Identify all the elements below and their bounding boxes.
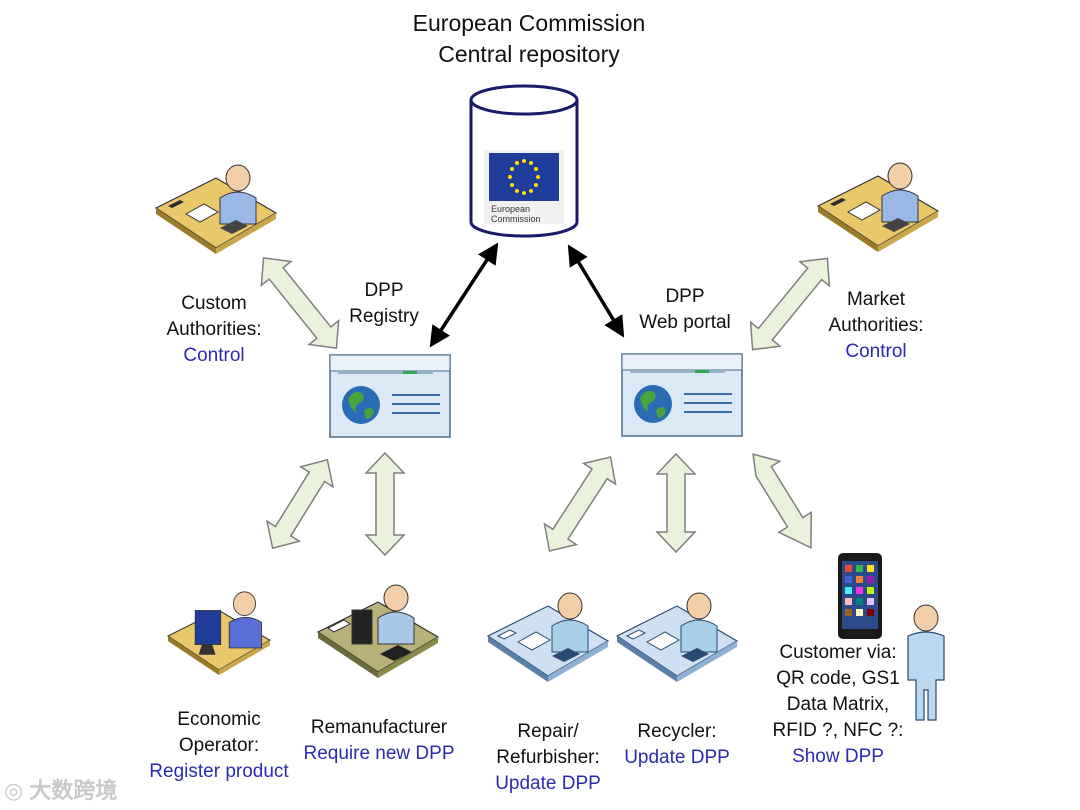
economic-operator-desk-icon [166, 591, 272, 676]
reman-action: Require new DPP [303, 743, 455, 764]
registry-label: DPP Registry [334, 278, 434, 330]
customer-label: Customer via: QR code, GS1 Data Matrix, … [768, 640, 908, 770]
repository-cylinder: European Commission [469, 84, 579, 238]
portal-repo-arrow [567, 244, 625, 338]
customer-line4: RFID ?, NFC ?: [772, 720, 904, 741]
recycler-label: Recycler: Update DPP [617, 719, 737, 771]
reman-arrow [364, 451, 406, 557]
customer-line3: Data Matrix, [786, 694, 890, 715]
remanufacturer-label: Remanufacturer Require new DPP [297, 715, 461, 767]
market-action: Control [845, 341, 907, 362]
economic-arrow [265, 458, 335, 550]
repair-arrow [543, 456, 617, 552]
customer-line1: Customer via: [779, 642, 897, 663]
economic-action: Register product [149, 761, 289, 782]
remanufacturer-desk-icon [316, 584, 440, 678]
registry-line2: Registry [349, 306, 419, 327]
recycler-arrow [655, 452, 697, 554]
market-line2: Authorities: [828, 315, 924, 336]
watermark: ◎ 大数跨境 [4, 773, 117, 805]
economic-line1: Economic [177, 709, 261, 730]
custom-authorities-label: Custom Authorities: Control [154, 291, 274, 369]
repair-line2: Refurbisher: [496, 747, 600, 768]
custom-arrow [260, 257, 340, 349]
reman-line1: Remanufacturer [310, 717, 448, 738]
repair-action: Update DPP [495, 773, 601, 794]
market-authority-desk-icon [817, 162, 939, 253]
repair-desk-icon [487, 592, 609, 683]
customer-arrow [752, 453, 813, 549]
market-arrow [749, 257, 831, 351]
title-line2: Central repository [438, 41, 620, 67]
recycler-desk-icon [616, 592, 738, 683]
watermark-logo-icon: ◎ [4, 778, 30, 803]
economic-line2: Operator: [178, 735, 260, 756]
eu-logo-line2: Commission [491, 214, 541, 224]
customer-line2: QR code, GS1 [776, 668, 900, 689]
portal-window-icon [621, 353, 743, 437]
customer-action: Show DPP [792, 746, 884, 767]
custom-action: Control [183, 345, 245, 366]
title-line1: European Commission [412, 10, 646, 36]
watermark-text: 大数跨境 [29, 778, 118, 803]
portal-label: DPP Web portal [625, 284, 745, 336]
smartphone-icon [838, 553, 882, 639]
custom-authority-desk-icon [155, 164, 277, 255]
market-line1: Market [846, 289, 906, 310]
recycler-line1: Recycler: [637, 721, 717, 742]
portal-line1: DPP [665, 286, 705, 307]
registry-window-icon [329, 354, 451, 438]
customer-person-icon [907, 604, 945, 721]
diagram-title: European Commission Central repository [389, 8, 669, 70]
eu-logo-line1: European [491, 204, 530, 214]
registry-repo-arrow [429, 242, 499, 348]
custom-line2: Authorities: [166, 319, 262, 340]
economic-operator-label: Economic Operator: Register product [139, 707, 299, 785]
market-authorities-label: Market Authorities: Control [816, 287, 936, 365]
repair-line1: Repair/ [517, 721, 579, 742]
portal-line2: Web portal [639, 312, 731, 333]
custom-line1: Custom [181, 293, 247, 314]
recycler-action: Update DPP [624, 747, 730, 768]
registry-line1: DPP [364, 280, 404, 301]
repair-label: Repair/ Refurbisher: Update DPP [488, 719, 608, 797]
